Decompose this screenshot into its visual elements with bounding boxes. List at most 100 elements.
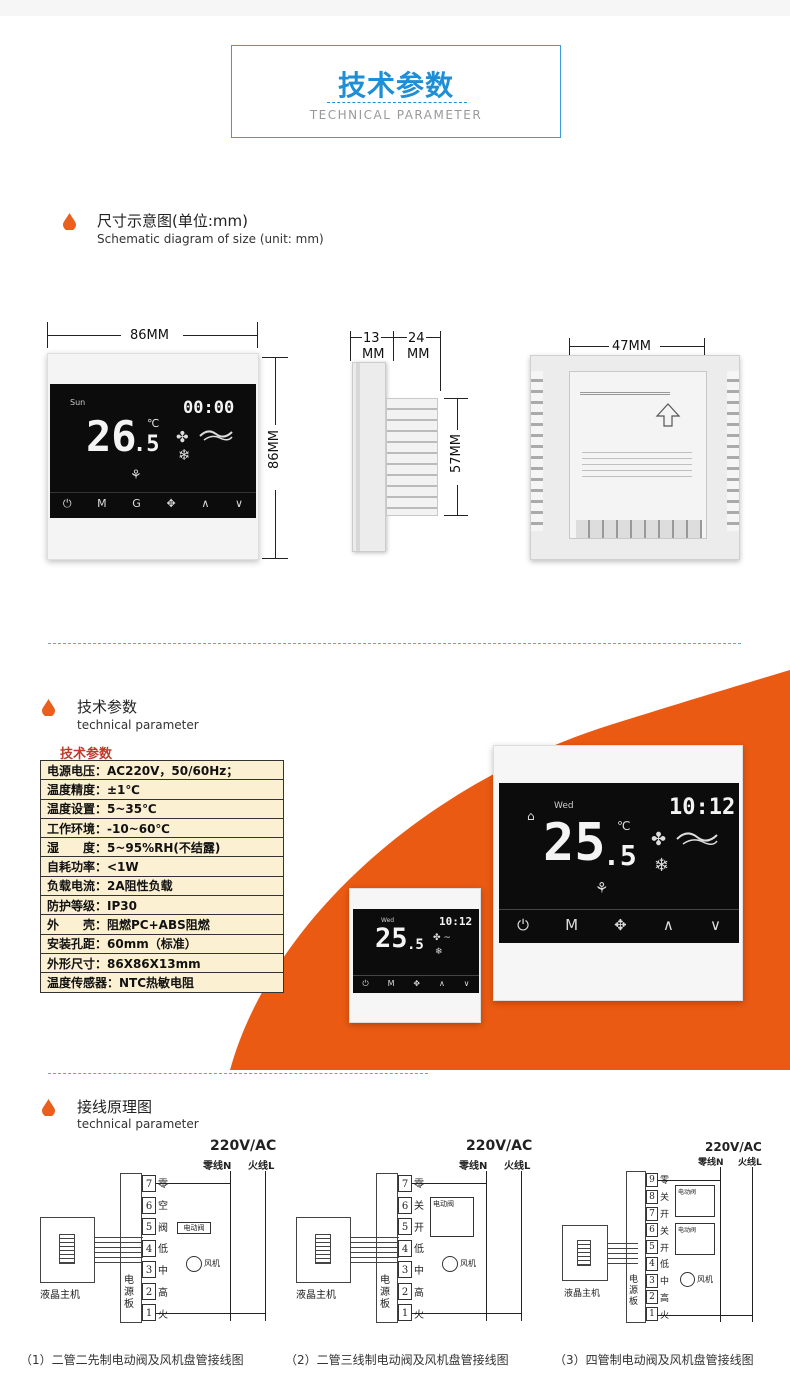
up-button[interactable]: ∧ bbox=[201, 497, 210, 510]
thermostat-back-view bbox=[530, 355, 740, 560]
temperature-display: 26 bbox=[86, 412, 137, 461]
temperature-display-medium: 25 bbox=[375, 923, 408, 954]
up-arrow-icon bbox=[655, 403, 681, 427]
wind-icon bbox=[199, 430, 233, 441]
ribbon-cable bbox=[351, 1233, 399, 1265]
valve-box: 电动阀 bbox=[430, 1197, 474, 1237]
spec-row: 防护等级：IP30 bbox=[40, 895, 284, 916]
lcd-host-box bbox=[296, 1217, 351, 1283]
spec-table-header: 技术参数 bbox=[60, 747, 113, 762]
down-button[interactable]: ∨ bbox=[709, 915, 721, 934]
lcd-host-label: 液晶主机 bbox=[296, 1290, 336, 1301]
front-width-label: 86MM bbox=[130, 328, 169, 343]
neutral-label: 零线N bbox=[698, 1158, 724, 1168]
spec-table: 电源电压：AC220V，50/60Hz； 温度精度：±1℃ 温度设置：5~35℃… bbox=[40, 759, 284, 993]
fan-label: 风机 bbox=[697, 1275, 713, 1284]
dim-tick bbox=[440, 331, 441, 391]
tech-section-title: 技术参数 bbox=[77, 698, 138, 716]
mode-button[interactable]: M bbox=[97, 497, 107, 510]
dim-line bbox=[660, 346, 704, 347]
mode-button[interactable]: M bbox=[387, 979, 395, 988]
spec-row: 湿 度：5~95%RH(不结露) bbox=[40, 837, 284, 858]
temperature-decimal-large: .5 bbox=[603, 839, 637, 872]
power-button[interactable]: ⏻ bbox=[362, 978, 369, 988]
up-button[interactable]: ∧ bbox=[438, 979, 445, 988]
temperature-display-large: 25 bbox=[543, 813, 606, 873]
lcd-screen-medium: Wed 10:12 25 .5 ✤ ~ ❄ ⏻ M ✥ ∧ ∨ bbox=[353, 909, 479, 993]
terminal-labels: 零关开低中高火 bbox=[414, 1179, 424, 1321]
side-height-label: 57MM bbox=[449, 434, 464, 473]
power-board-label: 电源板 bbox=[380, 1275, 390, 1310]
spec-row: 温度传感器：NTC热敏电阻 bbox=[40, 972, 284, 993]
lcd-screen: Sun 00:00 26 .5 ℃ ✤ ❄ ⚘ ⏻ M G ✥ ∧ ∨ bbox=[50, 384, 256, 518]
dim-tick bbox=[393, 331, 394, 361]
power-board bbox=[120, 1173, 142, 1323]
up-button[interactable]: ∧ bbox=[662, 915, 674, 934]
lcd-host-label: 液晶主机 bbox=[564, 1289, 601, 1299]
side-depth-b: 24 bbox=[407, 331, 426, 346]
day-label-large: Wed bbox=[554, 801, 574, 811]
spec-row: 工作环境：-10~60℃ bbox=[40, 817, 284, 839]
day-label: Sun bbox=[70, 398, 86, 407]
drop-icon bbox=[42, 699, 55, 716]
dim-tick bbox=[262, 558, 288, 559]
dim-line bbox=[457, 485, 458, 515]
valve-box: 电动阀 bbox=[675, 1223, 715, 1255]
mode-button[interactable]: M bbox=[565, 915, 579, 934]
dim-line bbox=[183, 335, 257, 336]
power-button[interactable]: ⏻ bbox=[517, 915, 529, 934]
spec-row: 温度精度：±1℃ bbox=[40, 779, 284, 800]
thermostat-large: Wed ⌂ 10:12 25 .5 ℃ ✤ ❄ ⚘ ⏻ M ✥ ∧ ∨ bbox=[493, 745, 743, 1001]
tech-section-subtitle: technical parameter bbox=[77, 718, 199, 732]
wiring-diagram-2: 220V/AC 零线N 火线L 液晶主机 电源板 7 6 5 4 3 2 1 零… bbox=[296, 1135, 536, 1330]
terminal-column: 7 6 5 4 3 2 1 bbox=[398, 1175, 412, 1321]
wiring-caption-3: （3）四管制电动阀及风机盘管接线图 bbox=[554, 1353, 754, 1367]
dim-line bbox=[350, 337, 440, 338]
celsius-unit-large: ℃ bbox=[617, 819, 631, 833]
valve-icon: ⚘ bbox=[130, 468, 142, 483]
live-label: 火线L bbox=[248, 1161, 275, 1172]
fan-button[interactable]: ✥ bbox=[413, 979, 421, 988]
valve-box: 电动阀 bbox=[177, 1222, 211, 1234]
valve-box: 电动阀 bbox=[675, 1185, 715, 1217]
temperature-decimal: .5 bbox=[133, 432, 160, 457]
spec-row: 外 壳：阻燃PC+ABS阻燃 bbox=[40, 914, 284, 935]
fan-button[interactable]: ✥ bbox=[166, 497, 176, 510]
button-row-medium: ⏻ M ✥ ∧ ∨ bbox=[353, 975, 479, 991]
snowflake-icon: ❄ bbox=[654, 855, 670, 876]
lcd-host-label: 液晶主机 bbox=[40, 1290, 80, 1301]
side-unit-b: MM bbox=[407, 347, 430, 362]
spec-row: 安装孔距：60mm（标准） bbox=[40, 933, 284, 954]
valve-icon: ⚘ bbox=[595, 879, 609, 897]
down-button[interactable]: ∨ bbox=[463, 979, 470, 988]
dim-line bbox=[275, 490, 276, 558]
spec-row: 自耗功率：<1W bbox=[40, 856, 284, 877]
down-button[interactable]: ∨ bbox=[235, 497, 244, 510]
terminal-labels: 零关开关开低中高火 bbox=[660, 1176, 670, 1321]
dim-line bbox=[275, 357, 276, 425]
voltage-label: 220V/AC bbox=[210, 1138, 277, 1154]
wiring-section-title: 接线原理图 bbox=[77, 1098, 153, 1116]
fan-motor-icon bbox=[680, 1272, 695, 1287]
ribbon-cable bbox=[608, 1239, 638, 1267]
back-width-label: 47MM bbox=[612, 339, 651, 354]
page-subtitle: TECHNICAL PARAMETER bbox=[309, 108, 483, 122]
terminal-column: 7 6 5 4 3 2 1 bbox=[142, 1175, 156, 1321]
fan-button[interactable]: ✥ bbox=[614, 915, 627, 934]
celsius-unit: ℃ bbox=[147, 417, 160, 430]
section-divider bbox=[48, 1073, 428, 1074]
top-band bbox=[0, 0, 790, 16]
fan-label: 风机 bbox=[204, 1259, 220, 1268]
fan-motor-icon bbox=[442, 1256, 458, 1272]
side-unit-a: MM bbox=[362, 347, 385, 362]
g-button[interactable]: G bbox=[132, 497, 141, 510]
wiring-caption-1: （1）二管二先制电动阀及风机盘管接线图 bbox=[20, 1353, 244, 1367]
fan-motor-icon bbox=[186, 1256, 202, 1272]
wiring-diagram-3: 220V/AC 零线N 火线L 液晶主机 电源板 9 8 7 6 5 4 3 2… bbox=[560, 1135, 785, 1330]
dim-line bbox=[47, 335, 121, 336]
snowflake-icon: ❄ bbox=[178, 446, 191, 464]
spec-row: 温度设置：5~35℃ bbox=[40, 798, 284, 819]
fan-icon: ✤ bbox=[651, 829, 667, 850]
power-button[interactable]: ⏻ bbox=[62, 496, 72, 510]
page-title: 技术参数 bbox=[337, 69, 454, 102]
